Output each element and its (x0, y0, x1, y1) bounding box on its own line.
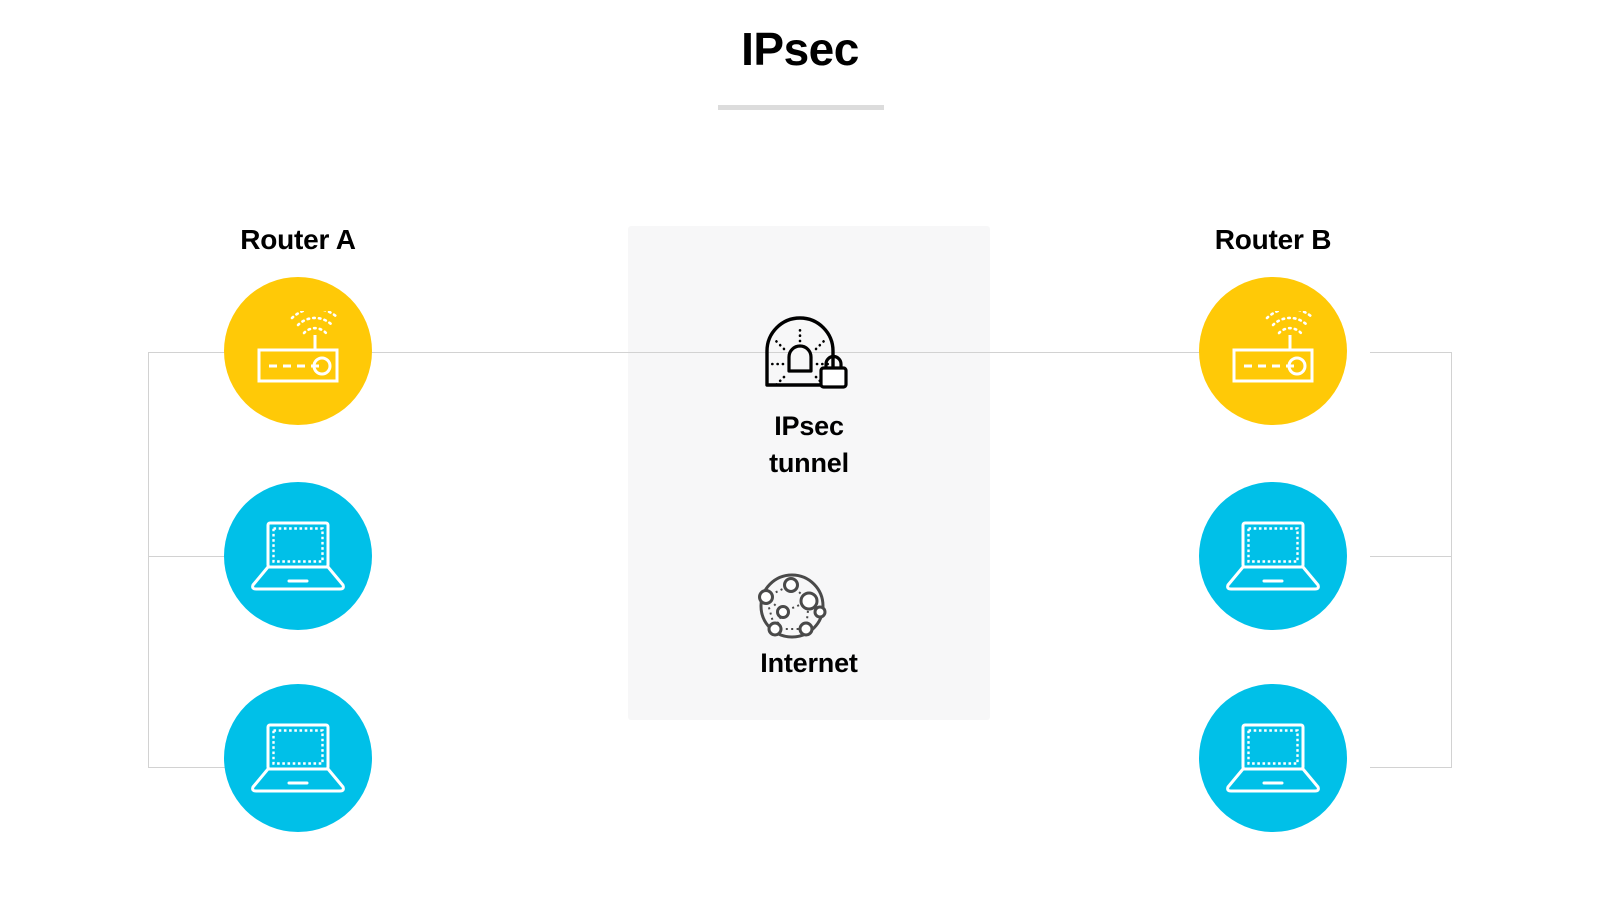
internet-label: Internet (760, 648, 858, 678)
laptop-icon (248, 721, 348, 795)
page-title: IPsec (741, 23, 859, 75)
internet-icon-container (752, 566, 832, 646)
title-divider (718, 105, 884, 110)
right-bracket-branch-laptop-1 (1370, 556, 1452, 557)
node-laptop-a-2[interactable] (224, 684, 372, 832)
left-bracket-branch-router (148, 352, 230, 353)
internet-globe-icon (753, 567, 831, 645)
laptop-icon (1223, 721, 1323, 795)
internet-cloud-panel (628, 226, 990, 720)
laptop-icon (1223, 519, 1323, 593)
node-laptop-b-2[interactable] (1199, 684, 1347, 832)
right-bracket-vertical (1451, 352, 1452, 768)
router-icon (252, 307, 344, 391)
router-icon (1227, 307, 1319, 391)
ipsec-tunnel-icon-container (752, 306, 866, 390)
left-bracket-branch-laptop-1 (148, 556, 230, 557)
node-laptop-b-1[interactable] (1199, 482, 1347, 630)
laptop-icon (248, 519, 348, 593)
node-router-a[interactable] (224, 277, 372, 425)
ipsec-tunnel-label: IPsec tunnel (769, 411, 849, 478)
right-bracket-branch-router (1370, 352, 1452, 353)
right-bracket-branch-laptop-2 (1370, 767, 1452, 768)
ipsec-tunnel-lock-icon (759, 307, 859, 389)
left-bracket-vertical (148, 352, 149, 768)
group-label-router-a: Router A (240, 224, 356, 255)
link-tunnel-to-router-b (810, 352, 1230, 353)
node-laptop-a-1[interactable] (224, 482, 372, 630)
left-bracket-branch-laptop-2 (148, 767, 230, 768)
node-router-b[interactable] (1199, 277, 1347, 425)
group-label-router-b: Router B (1214, 224, 1332, 255)
link-router-a-to-tunnel (370, 352, 790, 353)
